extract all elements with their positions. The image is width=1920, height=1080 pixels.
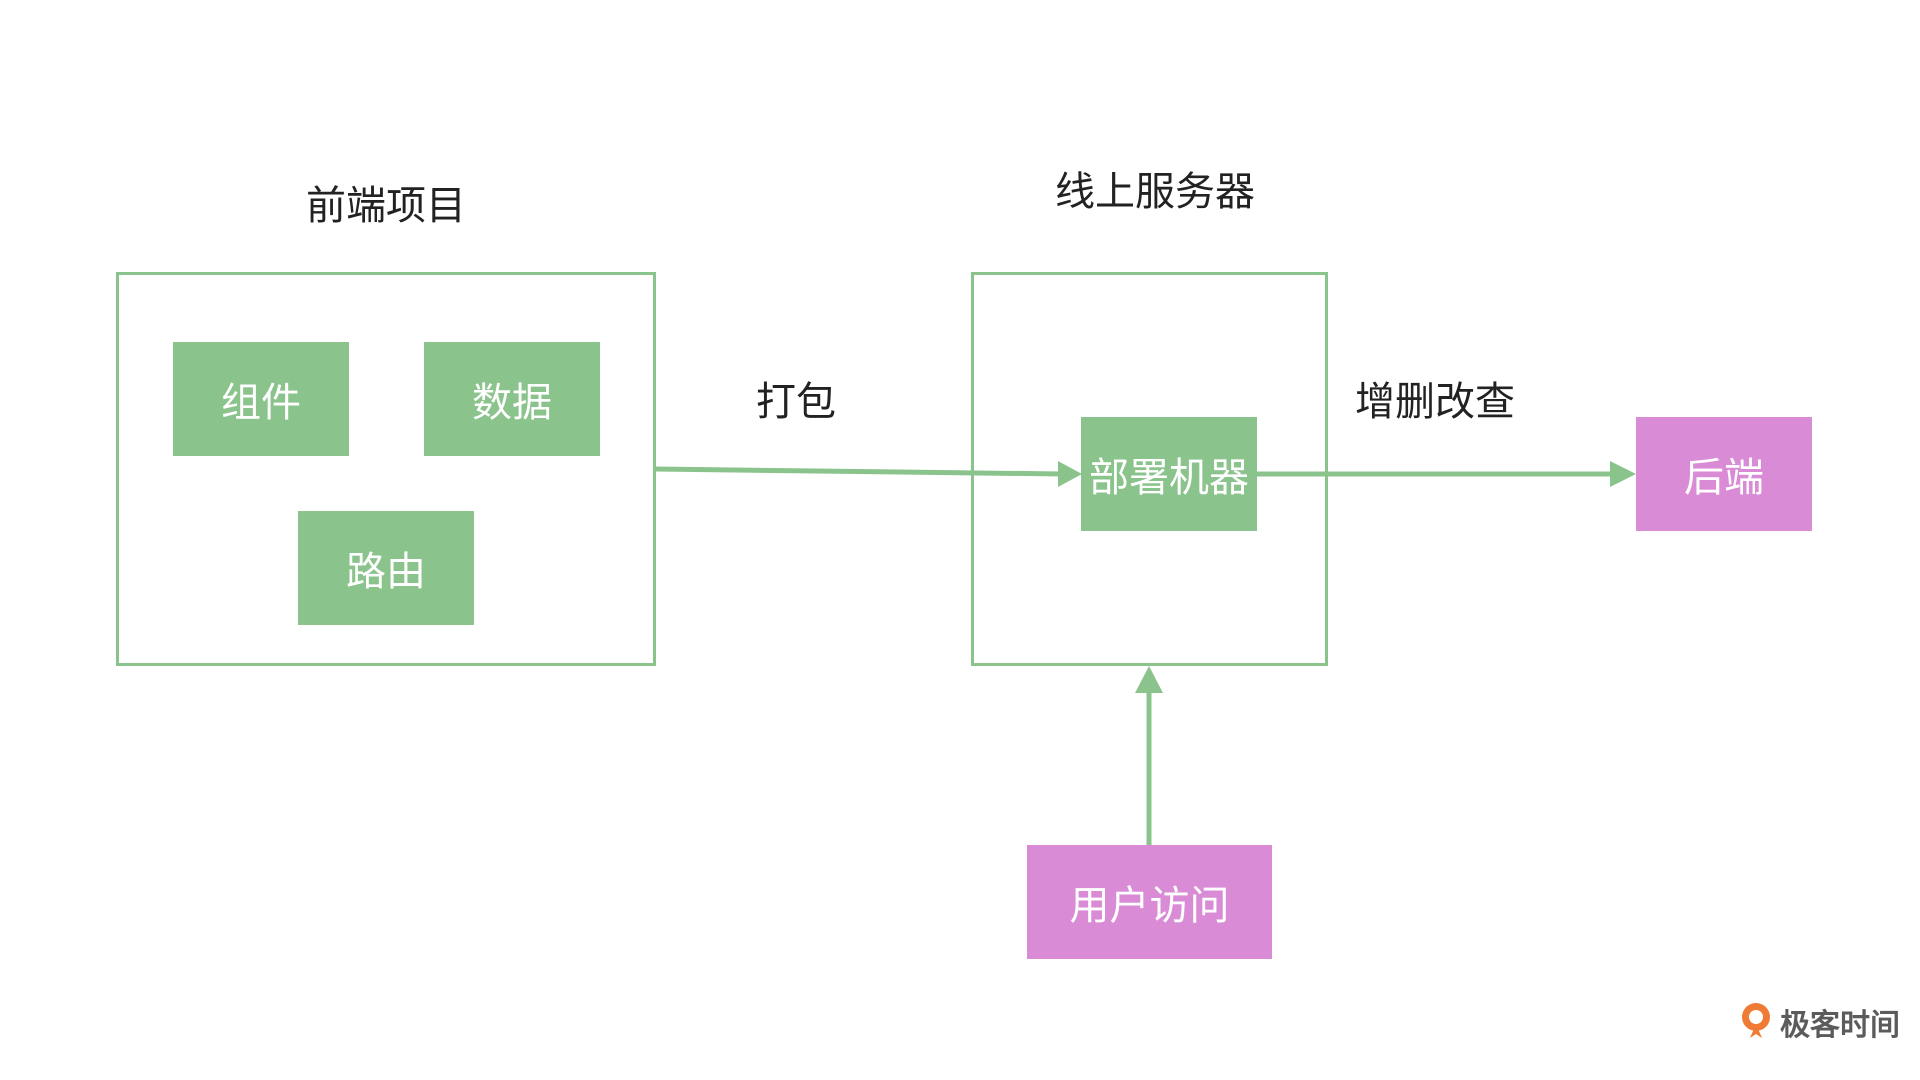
router-label: 路由 (346, 549, 426, 595)
data-label: 数据 (472, 380, 552, 426)
backend-node[interactable]: 后端 (1636, 417, 1812, 531)
online-server-frame (971, 272, 1328, 666)
frontend-project-title: 前端项目 (306, 183, 466, 229)
user-access-label: 用户访问 (1069, 883, 1230, 929)
crud-edge-arrowhead (1610, 461, 1636, 487)
online-server-title: 线上服务器 (1055, 169, 1255, 215)
data-node[interactable]: 数据 (424, 342, 600, 456)
geektime-logo-icon (1738, 1000, 1774, 1044)
components-label: 组件 (221, 380, 301, 426)
deploy-machine-node[interactable]: 部署机器 (1081, 417, 1257, 531)
geektime-logo-text: 极客时间 (1780, 1008, 1900, 1043)
pack-edge-label: 打包 (756, 379, 836, 425)
backend-label: 后端 (1684, 455, 1764, 501)
crud-edge-label: 增删改查 (1355, 379, 1515, 425)
geektime-logo: 极客时间 (1738, 1000, 1900, 1044)
user-access-edge-arrowhead (1135, 666, 1163, 693)
frontend-project-frame (116, 272, 656, 666)
user-access-node[interactable]: 用户访问 (1027, 845, 1272, 959)
components-node[interactable]: 组件 (173, 342, 349, 456)
deploy-machine-label: 部署机器 (1089, 455, 1249, 501)
pack-edge-arrowhead (1058, 461, 1082, 487)
router-node[interactable]: 路由 (298, 511, 474, 625)
pack-edge (654, 466, 1063, 477)
